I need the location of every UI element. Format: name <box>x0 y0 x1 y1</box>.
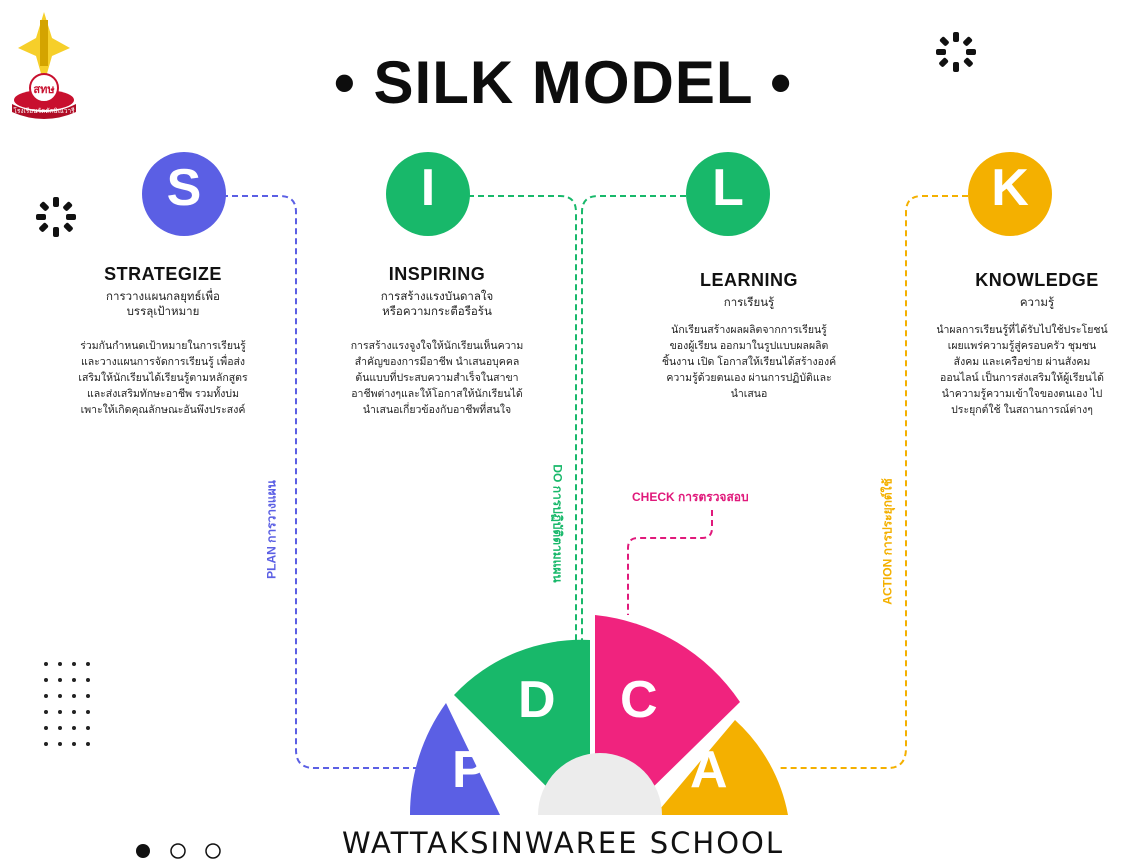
circle-i <box>386 152 470 236</box>
pdca-segment-c <box>595 615 740 795</box>
pdca-letter-c: C <box>620 671 658 729</box>
dot-grid <box>42 660 92 753</box>
sparkle-icon <box>34 195 78 244</box>
carousel-dot <box>205 843 221 859</box>
school-logo: สทษ โรงเรียนวัดตักษิณวารี <box>8 8 80 120</box>
check-label: CHECK การตรวจสอบ <box>632 490 749 504</box>
learning-body: นักเรียนสร้างผลผลิตจากการเรียนรู้ ของผู้… <box>661 324 837 400</box>
inspiring-body: การสร้างแรงจูงใจให้นักเรียนเห็นความ สำคั… <box>350 340 524 416</box>
carousel-dots[interactable] <box>134 842 224 865</box>
circle-l-letter: L <box>712 159 744 217</box>
carousel-dot <box>170 843 186 859</box>
learning-subtitle: การเรียนรู้ <box>723 297 775 309</box>
pdca-segment-p <box>409 703 500 815</box>
inspiring-subtitle: การสร้างแรงบันดาลใจ หรือความกระตือรือร้น <box>380 291 494 318</box>
pdca-letter-p: P <box>452 741 487 799</box>
carousel-dot-active <box>136 844 150 858</box>
plan-connector <box>222 195 420 769</box>
pdca-center <box>538 753 662 815</box>
strategize-heading: STRATEGIZE <box>104 264 222 284</box>
pdca-letter-d: D <box>518 671 556 729</box>
do-connector-right <box>581 195 686 640</box>
logo-initials: สทษ <box>33 84 55 96</box>
knowledge-body: นำผลการเรียนรู้ที่ได้รับไปใช้ประโยชน์ เผ… <box>936 324 1108 416</box>
circle-k-letter: K <box>991 159 1029 217</box>
knowledge-subtitle: ความรู้ <box>1019 297 1055 309</box>
circle-s <box>142 152 226 236</box>
check-connector <box>627 510 713 615</box>
pdca-segment-d <box>454 639 590 800</box>
sparkle-icon <box>934 30 978 79</box>
pdca-letter-a: A <box>690 741 728 799</box>
knowledge-heading: KNOWLEDGE <box>975 270 1099 290</box>
plan-label: PLAN การวางแผน <box>264 480 279 579</box>
school-name-footer: WATTAKSINWAREE SCHOOL <box>341 826 785 860</box>
circle-s-letter: S <box>166 159 202 217</box>
strategize-subtitle: การวางแผนกลยุทธ์เพื่อ บรรลุเป้าหมาย <box>106 291 220 318</box>
logo-banner: โรงเรียนวัดตักษิณวารี <box>13 108 75 115</box>
circle-l <box>686 152 770 236</box>
do-label: DO การปฏิบัติตามแผน <box>550 464 565 583</box>
circle-k <box>968 152 1052 236</box>
inspiring-heading: INSPIRING <box>388 264 486 284</box>
pdca-diagram <box>409 615 788 815</box>
do-connector-left <box>468 195 577 640</box>
action-connector <box>780 195 968 769</box>
action-label: ACTION การประยุกต์ใช้ <box>880 478 895 605</box>
learning-heading: LEARNING <box>700 270 798 290</box>
page-title: • SILK MODEL • <box>333 49 793 116</box>
pdca-segment-a <box>655 720 788 815</box>
strategize-body: ร่วมกันกำหนดเป้าหมายในการเรียนรู้ และวาง… <box>78 340 248 416</box>
circle-i-letter: I <box>420 159 436 217</box>
